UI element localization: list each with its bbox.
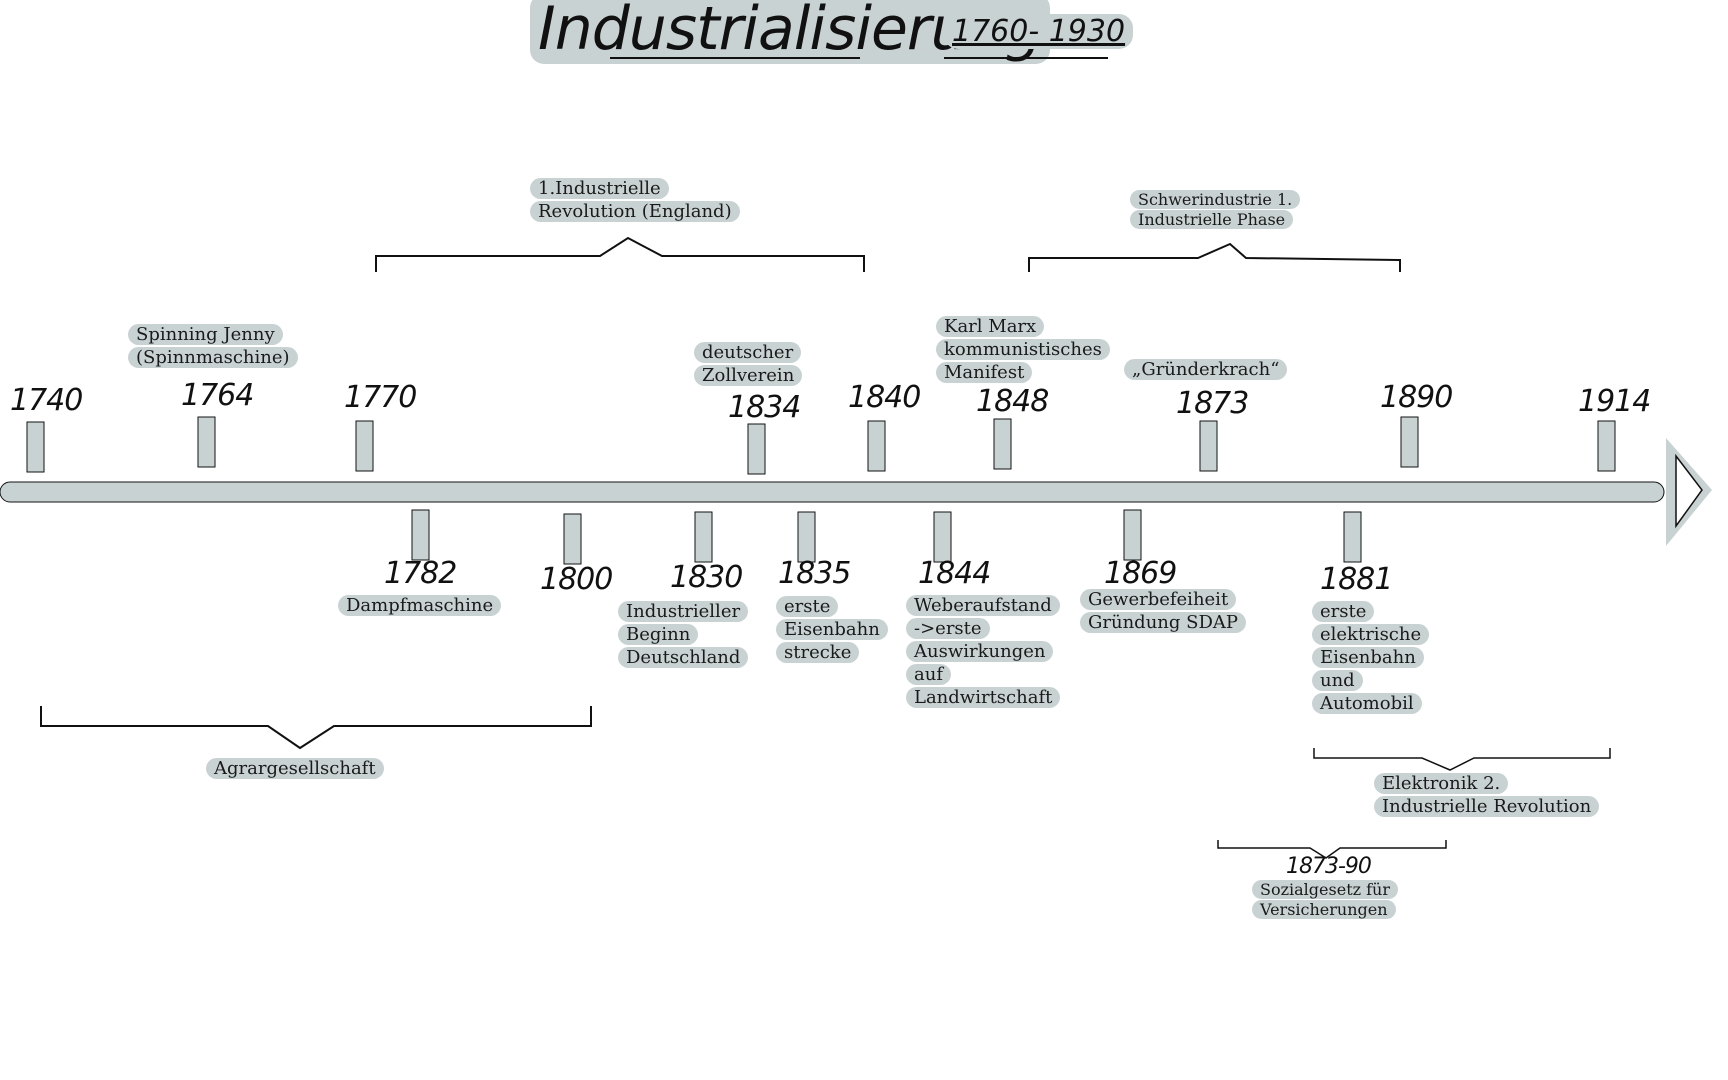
- year-label: 1770: [344, 380, 417, 415]
- title-range: 1760- 1930: [944, 14, 1134, 49]
- tick-1830: [694, 511, 713, 563]
- year-label: 1890: [1380, 380, 1453, 415]
- year-label: 1782: [384, 556, 457, 591]
- event-elektrische-eisenbahn: erste elektrische Eisenbahn und Automobi…: [1312, 600, 1430, 715]
- tick-1840: [867, 420, 886, 472]
- bracket-revolution-1: [375, 236, 865, 272]
- year-label: 1873: [1176, 386, 1249, 421]
- year-label: 1848: [976, 384, 1049, 419]
- tick-1835: [797, 511, 816, 563]
- period-revolution-1: 1.Industrielle Revolution (England): [530, 177, 740, 223]
- tick-1770: [355, 420, 374, 472]
- tick-1873: [1199, 420, 1218, 472]
- event-gewerbefreiheit: Gewerbefeiheit Gründung SDAP: [1080, 588, 1246, 634]
- bracket-agrargesellschaft: [40, 706, 592, 750]
- tick-1890: [1400, 416, 1419, 468]
- ticks-above: [26, 416, 1616, 475]
- event-zollverein: deutscher Zollverein: [694, 341, 803, 387]
- year-label: 1834: [728, 390, 801, 425]
- year-label: 1881: [1320, 562, 1393, 597]
- year-label: 1740: [10, 383, 83, 418]
- tick-1764: [197, 416, 216, 468]
- event-eisenbahn: erste Eisenbahn strecke: [776, 595, 888, 664]
- period-sozialgesetz: Sozialgesetz für Versicherungen: [1252, 880, 1399, 920]
- year-label: 1844: [918, 556, 991, 591]
- tick-1881: [1343, 511, 1362, 563]
- year-label: 1914: [1578, 384, 1651, 419]
- tick-1782: [411, 509, 430, 561]
- year-label: 1840: [848, 380, 921, 415]
- year-label: 1800: [540, 562, 613, 597]
- tick-1834: [747, 423, 766, 475]
- timeline-axis: [0, 481, 1665, 503]
- event-dampfmaschine: Dampfmaschine: [338, 594, 502, 617]
- event-industrieller-beginn: Industrieller Beginn Deutschland: [618, 600, 749, 669]
- sozialgesetz-range: 1873-90: [1286, 854, 1372, 879]
- period-elektronik: Elektronik 2. Industrielle Revolution: [1374, 772, 1600, 818]
- year-label: 1830: [670, 560, 743, 595]
- event-weberaufstand: Weberaufstand ->erste Auswirkungen auf L…: [906, 594, 1061, 709]
- tick-1848: [993, 418, 1012, 470]
- timeline-arrow-inner: [1675, 453, 1703, 529]
- ticks-below: [411, 509, 1362, 565]
- year-label: 1835: [778, 556, 851, 591]
- bracket-schwerindustrie: [1028, 242, 1401, 272]
- event-gruenderkrach: „Gründerkrach“: [1124, 358, 1288, 381]
- tick-1844: [933, 511, 952, 563]
- tick-1914: [1597, 420, 1616, 472]
- period-schwerindustrie: Schwerindustrie 1. Industrielle Phase: [1130, 190, 1301, 230]
- bracket-elektronik: [1313, 748, 1611, 771]
- event-karl-marx: Karl Marx kommunistisches Manifest: [936, 315, 1110, 384]
- tick-1800: [563, 513, 582, 565]
- bracket-sozialgesetz: [1217, 840, 1447, 859]
- tick-1740: [26, 421, 45, 473]
- event-spinning-jenny: Spinning Jenny (Spinnmaschine): [128, 323, 298, 369]
- period-agrargesellschaft: Agrargesellschaft: [206, 757, 384, 780]
- year-label: 1764: [181, 378, 254, 413]
- tick-1869: [1123, 509, 1142, 561]
- year-label: 1869: [1104, 556, 1177, 591]
